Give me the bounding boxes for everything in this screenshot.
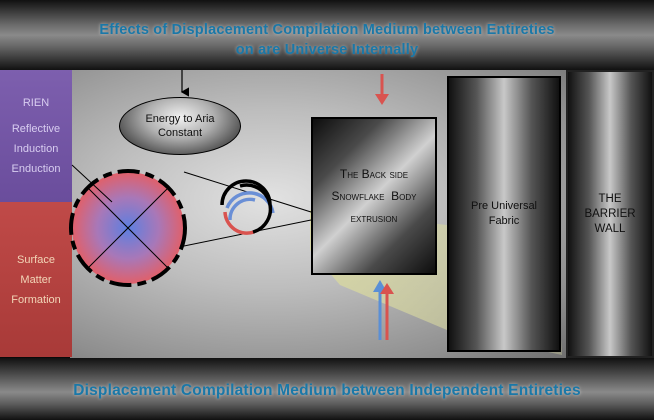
back-side-snowflake-box: The Back side Snowflake Body extrusion [311, 117, 437, 275]
header-title-line-1: Effects of Displacement Compilation Medi… [99, 22, 555, 38]
header-title: Effects of Displacement Compilation Medi… [40, 20, 614, 60]
surface-matter-box: Surface Matter Formation [0, 202, 72, 357]
barrier-line-3: WALL [594, 222, 626, 235]
sphere-cross-line-2 [87, 187, 169, 269]
header-band [0, 0, 654, 70]
surface-line: Surface [17, 253, 55, 266]
footer-band [0, 358, 654, 420]
back-side-line-2: Snowflake Body [331, 189, 417, 203]
back-side-line-3: extrusion [350, 211, 398, 225]
matter-line: Matter [20, 273, 52, 286]
sphere-dashed-rim [69, 169, 187, 287]
rien-link-line [71, 164, 113, 203]
rien-line-reflective: Reflective [11, 123, 61, 135]
top-arrow-red [375, 74, 389, 105]
formation-line: Formation [11, 293, 61, 306]
pre-universal-line-1: Pre Universal [470, 200, 538, 212]
rien-line-induction: Induction [13, 143, 59, 155]
ellipse-line-1: Energy to Aria [145, 113, 215, 125]
ellipse-line-2: Constant [157, 127, 203, 139]
rien-box: RIEN Reflective Induction Enduction [0, 70, 72, 202]
barrier-line-1: THE [598, 192, 622, 205]
header-title-line-2: on are Universe Internally [235, 42, 419, 58]
bottom-arrow-red [380, 283, 394, 340]
triquetra-symbol [220, 179, 275, 235]
barrier-wall-box: THE BARRIER WALL [566, 70, 654, 358]
pre-universal-line-2: Fabric [488, 215, 520, 227]
energy-to-aria-ellipse: Energy to Aria Constant [119, 97, 241, 155]
pre-universal-fabric-box: Pre Universal Fabric [447, 76, 561, 352]
rien-label: RIEN [22, 97, 50, 109]
rien-line-enduction: Enduction [11, 163, 61, 175]
barrier-line-2: BARRIER [584, 207, 636, 220]
back-side-line-1: The Back side [339, 167, 409, 181]
footer-title: Displacement Compilation Medium between … [73, 382, 581, 399]
